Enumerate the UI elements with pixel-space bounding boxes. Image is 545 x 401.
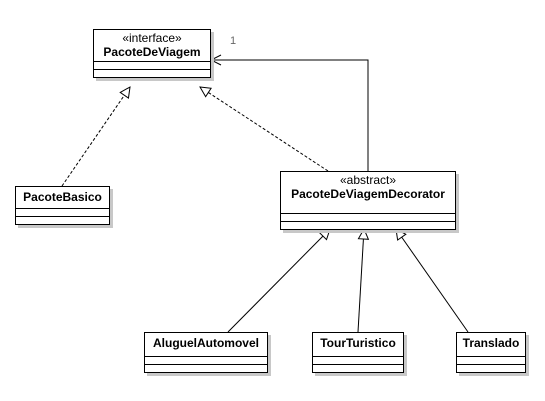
association-multiplicity: 1 (230, 35, 237, 47)
attributes-compartment (457, 357, 525, 365)
class-header: «abstract» PacoteDeViagemDecorator (281, 172, 455, 214)
class-aluguel-automovel[interactable]: AluguelAutomovel (144, 332, 268, 373)
class-pacote-basico[interactable]: PacoteBasico (15, 186, 110, 225)
attributes-compartment (94, 62, 210, 70)
class-name: PacoteBasico (23, 190, 102, 204)
class-pacote-de-viagem-decorator[interactable]: «abstract» PacoteDeViagemDecorator (280, 171, 456, 230)
realization-line-pacote-basico (61, 87, 130, 187)
association-line-decorator (211, 60, 369, 171)
class-header: TourTuristico (313, 333, 403, 357)
class-name: PacoteDeViagem (103, 45, 201, 59)
class-header: Translado (457, 333, 525, 357)
operations-compartment (145, 365, 267, 372)
attributes-compartment (313, 357, 403, 365)
class-header: AluguelAutomovel (145, 333, 267, 357)
class-translado[interactable]: Translado (456, 332, 526, 373)
class-pacote-de-viagem[interactable]: «interface» PacoteDeViagem (93, 29, 211, 78)
operations-compartment (16, 217, 109, 224)
class-header: PacoteBasico (16, 187, 109, 209)
attributes-compartment (145, 357, 267, 365)
realization-line-decorator (200, 87, 329, 172)
inheritance-line-aluguel-automovel (227, 229, 330, 333)
stereotype-label: «abstract» (339, 173, 397, 187)
operations-compartment (94, 70, 210, 77)
inheritance-line-tour-turistico (357, 229, 364, 333)
operations-compartment (313, 365, 403, 372)
class-name: PacoteDeViagemDecorator (291, 187, 445, 201)
stereotype-label: «interface» (122, 31, 182, 45)
class-tour-turistico[interactable]: TourTuristico (312, 332, 404, 373)
attributes-compartment (16, 209, 109, 217)
operations-compartment (457, 365, 525, 372)
class-name: TourTuristico (320, 336, 396, 350)
attributes-compartment (281, 214, 455, 222)
class-name: AluguelAutomovel (152, 336, 259, 350)
operations-compartment (281, 222, 455, 229)
inheritance-line-translado (396, 229, 469, 333)
class-name: Translado (462, 336, 520, 350)
class-header: «interface» PacoteDeViagem (94, 30, 210, 62)
